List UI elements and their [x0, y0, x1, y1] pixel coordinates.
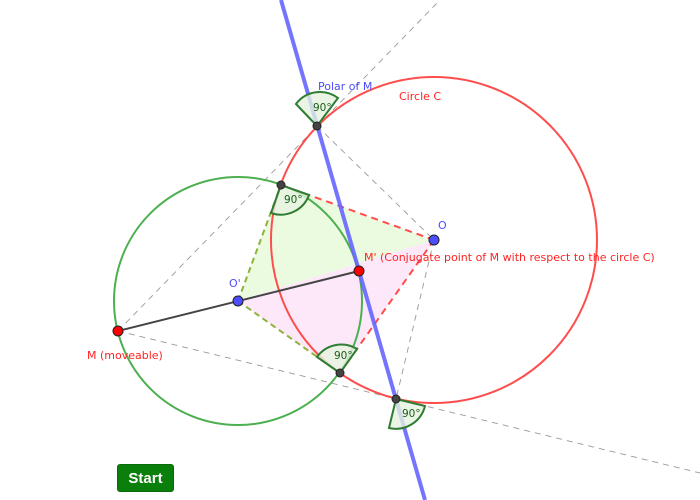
- start-button[interactable]: Start: [117, 464, 174, 492]
- circle-c[interactable]: [270, 76, 598, 404]
- m-prime-label: M' (Conjugate point of M with respect to…: [364, 251, 655, 264]
- angle-p2: [387, 397, 427, 430]
- angle-label-t1: 90°: [284, 194, 303, 206]
- angle-t1: [269, 183, 311, 216]
- angle-label-p1: 90°: [313, 102, 332, 114]
- point-o[interactable]: [428, 234, 440, 246]
- o-prime-label: O': [229, 277, 241, 290]
- point-o-prime[interactable]: [232, 295, 244, 307]
- point-p1[interactable]: [312, 121, 322, 131]
- point-t1[interactable]: [276, 180, 286, 190]
- line-o-p2: [395, 239, 435, 400]
- o-label: O: [438, 219, 447, 232]
- circle-c-label: Circle C: [399, 90, 442, 103]
- point-p2[interactable]: [391, 394, 401, 404]
- angle-p1: [294, 91, 340, 128]
- angle-markers: [269, 91, 427, 430]
- angle-t2: [315, 343, 359, 375]
- m-label: M (moveable): [87, 349, 163, 362]
- circle-o-prime[interactable]: [113, 176, 363, 426]
- point-m-prime[interactable]: [353, 265, 365, 277]
- angle-label-p2: 90°: [402, 408, 421, 420]
- angle-label-t2: 90°: [334, 350, 353, 362]
- point-m[interactable]: [112, 325, 124, 337]
- point-t2[interactable]: [335, 368, 345, 378]
- pink-region: [238, 240, 434, 373]
- line-o-p1: [316, 125, 435, 241]
- polar-label: Polar of M: [318, 80, 373, 93]
